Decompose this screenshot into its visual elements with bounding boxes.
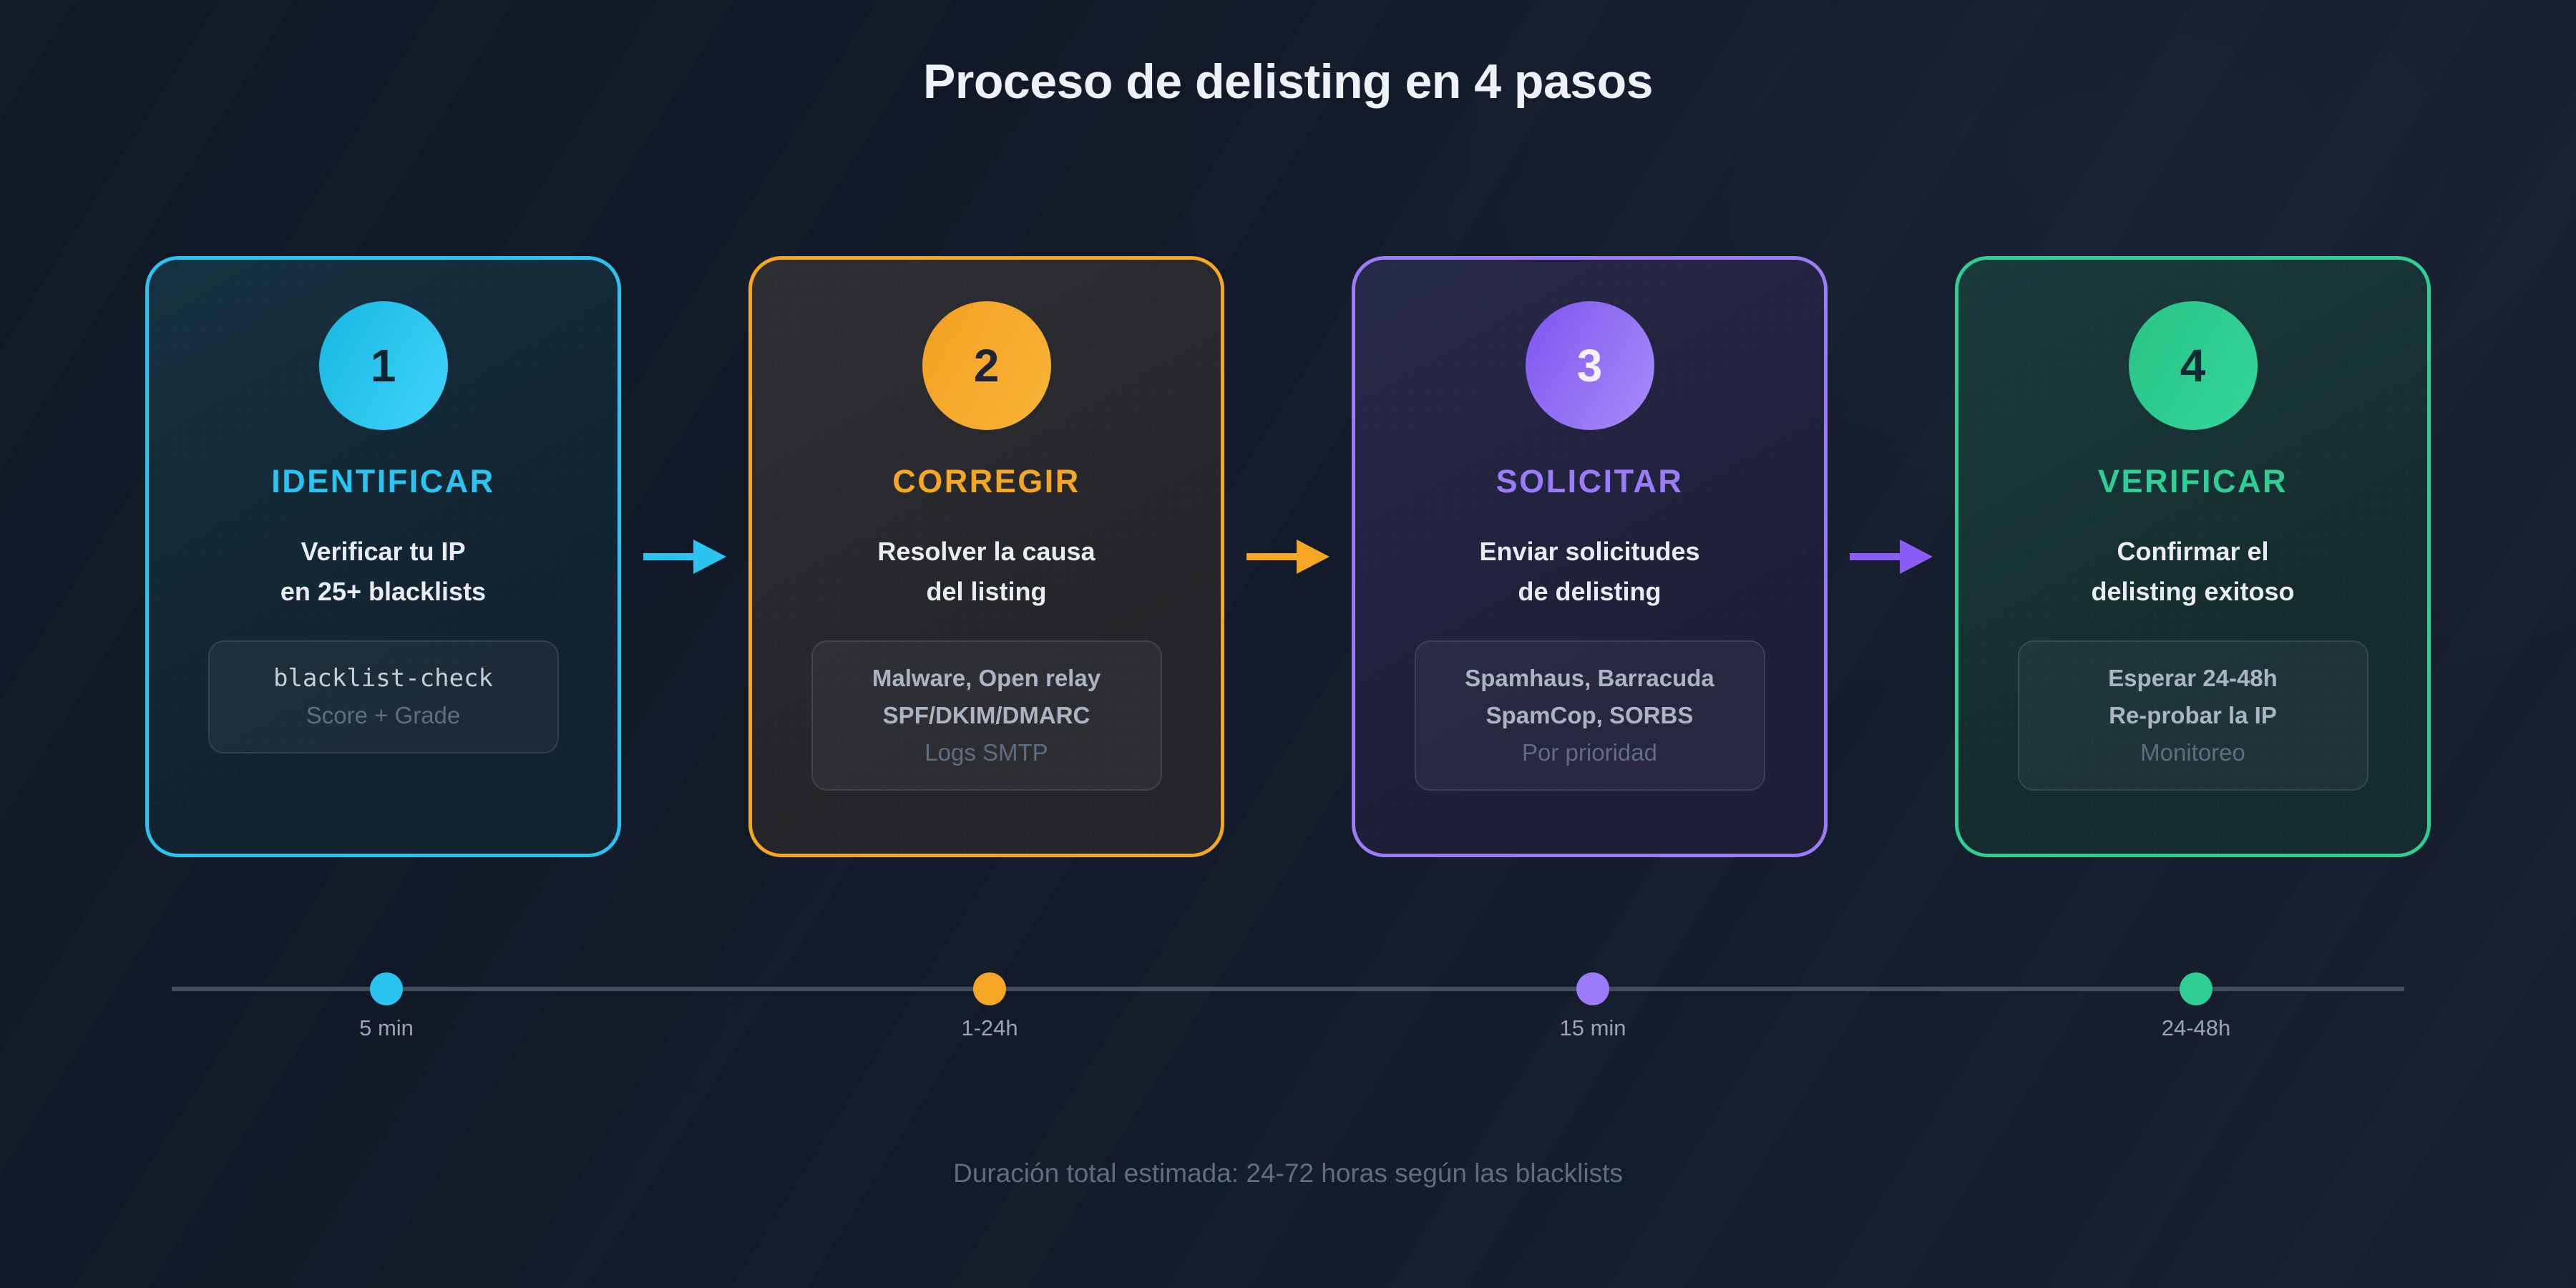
step-description-line: Confirmar el <box>2117 537 2269 566</box>
timeline-label: 1-24h <box>961 1015 1018 1040</box>
step-number: 3 <box>1576 340 1603 391</box>
detail-line: Re-probar la IP <box>2109 702 2277 728</box>
steps-row: 1 IDENTIFICAR Verificar tu IP en 25+ bla… <box>0 256 2576 857</box>
detail-line: blacklist-check <box>273 664 494 693</box>
step-description: Confirmar el delisting exitoso <box>2091 532 2294 612</box>
step-title: CORREGIR <box>892 463 1080 499</box>
timeline-label: 5 min <box>359 1015 414 1040</box>
step-title: SOLICITAR <box>1496 463 1684 499</box>
step-card-identificar: 1 IDENTIFICAR Verificar tu IP en 25+ bla… <box>145 256 621 857</box>
step-description-line: delisting exitoso <box>2091 577 2295 606</box>
footer-note: Duración total estimada: 24-72 horas seg… <box>953 1158 1623 1188</box>
detail-line: Monitoreo <box>2140 739 2245 766</box>
step-description: Verificar tu IP en 25+ blacklists <box>280 532 486 612</box>
arrow-right-icon <box>1224 534 1352 580</box>
step-description-line: Verificar tu IP <box>301 537 466 566</box>
detail-line: Por prioridad <box>1522 739 1657 766</box>
arrow-right-icon <box>1828 534 1955 580</box>
timeline-label: 24-48h <box>2161 1015 2231 1040</box>
step-number: 4 <box>2180 340 2206 391</box>
detail-line: SPF/DKIM/DMARC <box>882 702 1091 728</box>
step-number: 1 <box>370 340 396 391</box>
step-card-verificar: 4 VERIFICAR Confirmar el delisting exito… <box>1955 256 2431 857</box>
step-description-line: del listing <box>926 577 1047 606</box>
step-description-line: de delisting <box>1518 577 1662 606</box>
arrow-right-icon <box>621 534 748 580</box>
step-description-line: Enviar solicitudes <box>1479 537 1700 566</box>
step-description-line: en 25+ blacklists <box>280 577 487 606</box>
step-number-badge: 1 <box>318 301 448 430</box>
step-description: Enviar solicitudes de delisting <box>1479 532 1699 612</box>
step-detail-box: Spamhaus, Barracuda SpamCop, SORBS Por p… <box>1414 640 1765 791</box>
step-detail-box: Esperar 24-48h Re-probar la IP Monitoreo <box>2017 640 2368 791</box>
timeline-dot <box>973 972 1006 1005</box>
detail-line: SpamCop, SORBS <box>1485 702 1694 728</box>
step-number-badge: 4 <box>2128 301 2258 430</box>
detail-line: Logs SMTP <box>924 739 1048 766</box>
timeline-dot <box>1576 972 1609 1005</box>
step-number-badge: 3 <box>1525 301 1654 430</box>
step-detail-box: blacklist-check Score + Grade <box>208 640 559 753</box>
timeline-dot <box>370 972 403 1005</box>
step-card-corregir: 2 CORREGIR Resolver la causa del listing… <box>748 256 1224 857</box>
timeline: 5 min 1-24h 15 min 24-48h <box>172 972 2404 1040</box>
step-number: 2 <box>973 340 1000 391</box>
timeline-label: 15 min <box>1559 1015 1626 1040</box>
step-number-badge: 2 <box>922 301 1051 430</box>
step-title: IDENTIFICAR <box>271 463 495 499</box>
detail-line: Esperar 24-48h <box>2108 665 2278 691</box>
timeline-dot <box>2180 972 2212 1005</box>
step-description-line: Resolver la causa <box>877 537 1096 566</box>
step-description: Resolver la causa del listing <box>877 532 1095 612</box>
detail-line: Malware, Open relay <box>872 665 1101 691</box>
step-detail-box: Malware, Open relay SPF/DKIM/DMARC Logs … <box>811 640 1162 791</box>
detail-line: Score + Grade <box>306 702 461 728</box>
step-title: VERIFICAR <box>2097 463 2288 499</box>
page-title: Proceso de delisting en 4 pasos <box>923 54 1653 109</box>
detail-line: Spamhaus, Barracuda <box>1465 665 1714 691</box>
timeline-line <box>172 987 2404 991</box>
step-card-solicitar: 3 SOLICITAR Enviar solicitudes de delist… <box>1352 256 1828 857</box>
